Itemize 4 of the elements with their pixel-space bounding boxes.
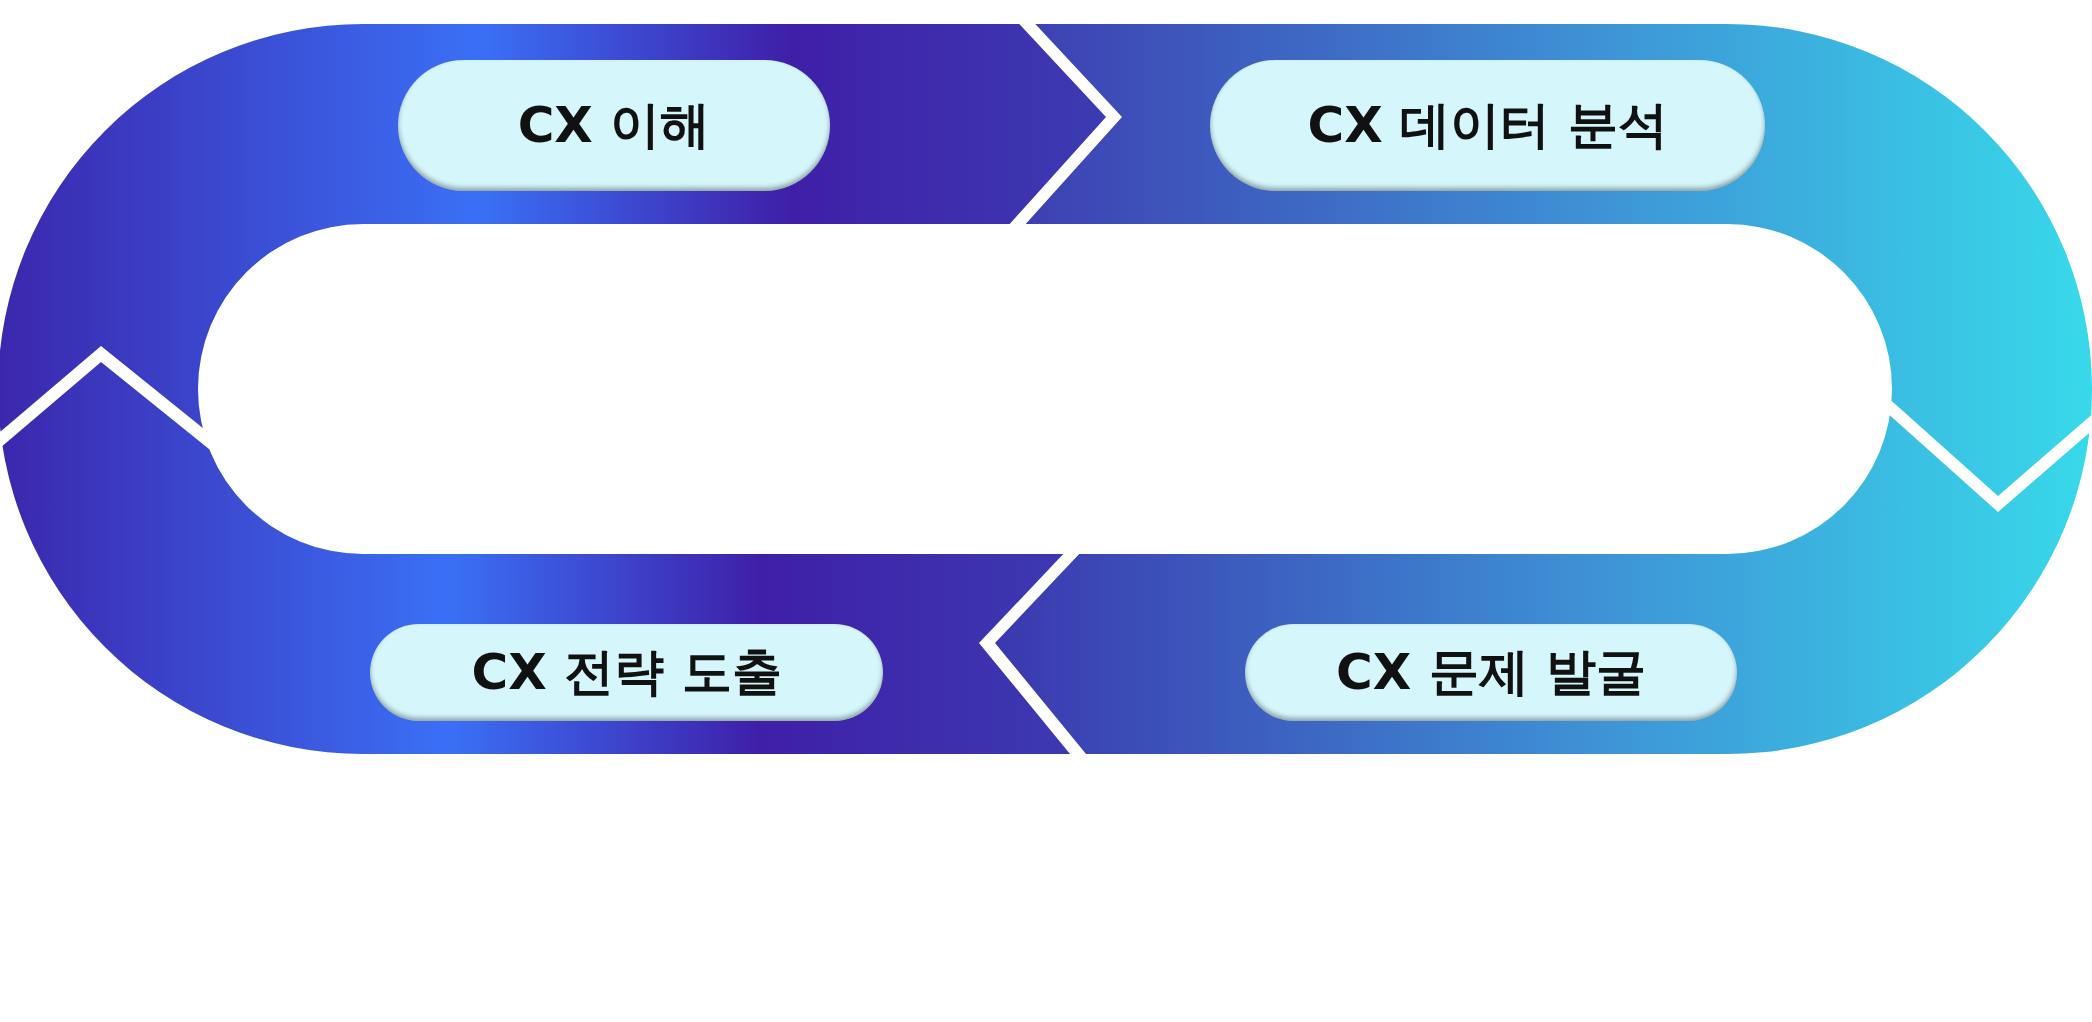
label-pill: CX 이해	[398, 60, 830, 191]
label-pill: CX 문제 발굴	[1245, 624, 1737, 721]
label-pill: CX 전략 도출	[370, 624, 883, 721]
label-pill: CX 데이터 분석	[1210, 60, 1765, 191]
